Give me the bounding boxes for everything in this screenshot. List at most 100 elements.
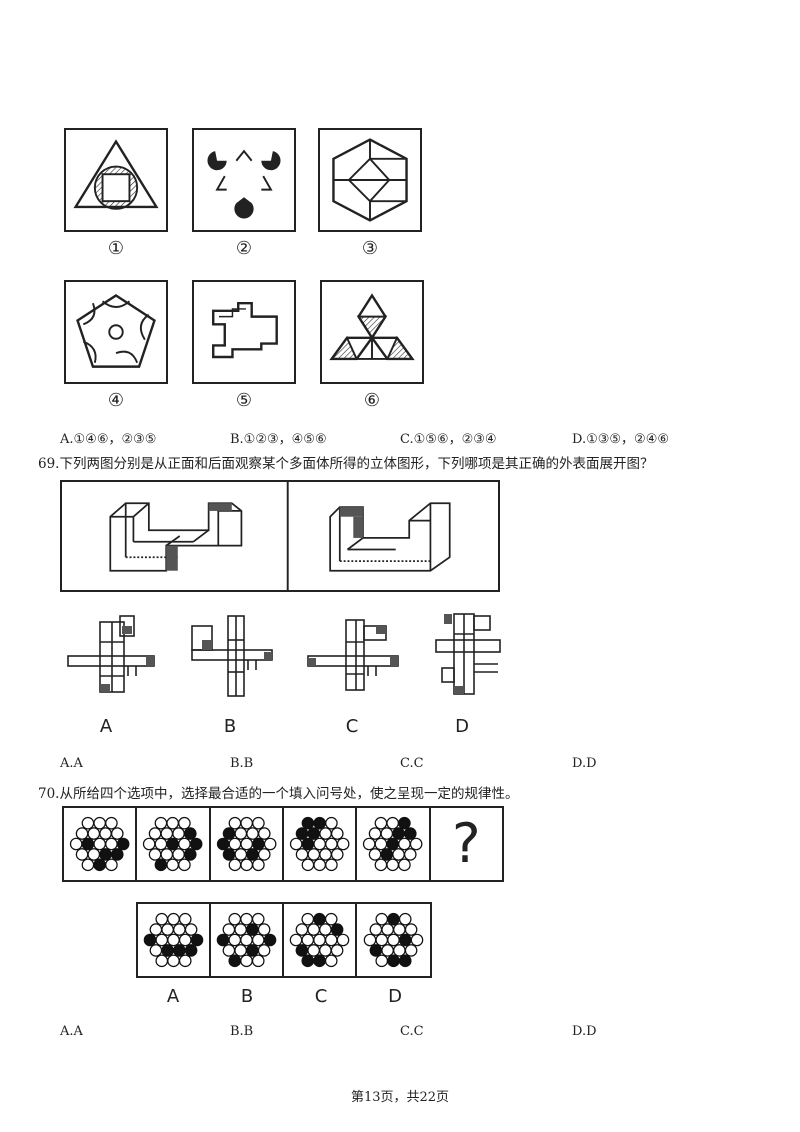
dot: [387, 933, 400, 947]
dot: [251, 837, 265, 851]
q68-option-c[interactable]: C.①⑤⑥，②③④: [400, 432, 497, 447]
dot: [307, 827, 321, 840]
illusory-triangle-icon: [207, 149, 281, 219]
dot: [105, 858, 118, 872]
dot: [216, 837, 230, 851]
dot: [336, 837, 350, 851]
q69-option-c[interactable]: C.C: [400, 756, 424, 771]
dot: [166, 858, 180, 872]
dot: [393, 923, 406, 936]
net-b-label: B: [223, 716, 237, 737]
dot: [178, 933, 192, 947]
dot: [75, 827, 89, 840]
dot: [234, 827, 247, 840]
q68-option-a[interactable]: A.①④⑥，②③⑤: [60, 432, 157, 447]
choice-d-label: D: [388, 986, 402, 1007]
sequence-cell-5: [357, 808, 431, 880]
dot: [295, 944, 309, 957]
dot: [222, 923, 236, 936]
dot: [173, 944, 186, 957]
q70-option-b[interactable]: B.B: [230, 1024, 254, 1039]
dot: [246, 923, 259, 936]
figure-1-label: ①: [107, 238, 125, 259]
dot: [375, 933, 389, 947]
dot: [301, 816, 315, 830]
q70-option-a[interactable]: A.A: [60, 1024, 83, 1039]
q68-option-d[interactable]: D.①③⑤，②④⑥: [572, 432, 670, 447]
dot: [257, 923, 271, 936]
dot: [369, 848, 382, 861]
choice-cell-a[interactable]: [138, 904, 211, 976]
dot: [222, 848, 235, 861]
dot: [184, 944, 198, 957]
dot: [143, 837, 156, 851]
dot: [149, 848, 162, 861]
q69-option-d[interactable]: D.D: [572, 756, 597, 771]
dot: [319, 923, 332, 936]
dot: [380, 848, 394, 861]
dot: [245, 827, 259, 840]
net-c-label: C: [345, 716, 359, 737]
q68-option-b[interactable]: B.①②③，④⑤⑥: [230, 432, 327, 447]
q69-option-a[interactable]: A.A: [60, 756, 83, 771]
dot: [257, 848, 271, 861]
dot: [178, 837, 192, 851]
dot: [313, 858, 326, 872]
pentagon-circle-icon: [76, 294, 156, 368]
dot: [324, 933, 338, 947]
choice-cell-d[interactable]: [357, 904, 430, 976]
choice-cell-b[interactable]: [211, 904, 284, 976]
choice-cell-c[interactable]: [284, 904, 357, 976]
dot: [398, 912, 412, 926]
dot: [325, 858, 338, 872]
dot: [246, 944, 259, 957]
dot: [81, 858, 95, 872]
dot: [149, 923, 163, 936]
dot: [289, 837, 303, 851]
q69-option-b[interactable]: B.B: [230, 756, 254, 771]
net-c: [306, 612, 402, 700]
dot: [387, 912, 400, 926]
hexagon-cube-icon: [332, 138, 408, 222]
dot: [87, 827, 101, 840]
dot: [330, 848, 344, 861]
dot: [251, 933, 265, 947]
dot: [380, 827, 394, 840]
dot: [330, 827, 344, 840]
dot: [381, 944, 394, 957]
q70-option-c[interactable]: C.C: [400, 1024, 424, 1039]
dot: [393, 944, 406, 957]
dot: [392, 848, 406, 861]
dot: [234, 923, 247, 936]
dot: [404, 827, 417, 840]
dot: [110, 827, 124, 840]
dot: [167, 954, 180, 968]
dot-pattern-icon: [143, 816, 203, 872]
dot: [313, 933, 326, 947]
dot: [374, 837, 388, 851]
figure-4: [64, 280, 168, 384]
dot-pattern-icon: [363, 816, 423, 872]
dot: [161, 923, 174, 936]
dot: [155, 933, 169, 947]
dot: [295, 827, 309, 840]
dot: [404, 944, 418, 957]
dot: [99, 827, 112, 840]
dot: [319, 827, 332, 840]
dot: [392, 827, 406, 840]
q70-option-d[interactable]: D.D: [572, 1024, 597, 1039]
dot: [234, 848, 247, 861]
figure-5: [192, 280, 296, 384]
figure-6: [320, 280, 424, 384]
dot: [307, 944, 320, 957]
net-b-icon: [191, 615, 273, 697]
dot: [240, 816, 253, 830]
dot: [81, 816, 95, 830]
dot: [149, 944, 163, 957]
dot: [251, 858, 265, 872]
dot-pattern-icon: [216, 912, 277, 968]
dot: [404, 848, 417, 861]
figure-2-label: ②: [235, 238, 253, 259]
dot: [313, 954, 326, 968]
figure-1: [64, 128, 168, 232]
